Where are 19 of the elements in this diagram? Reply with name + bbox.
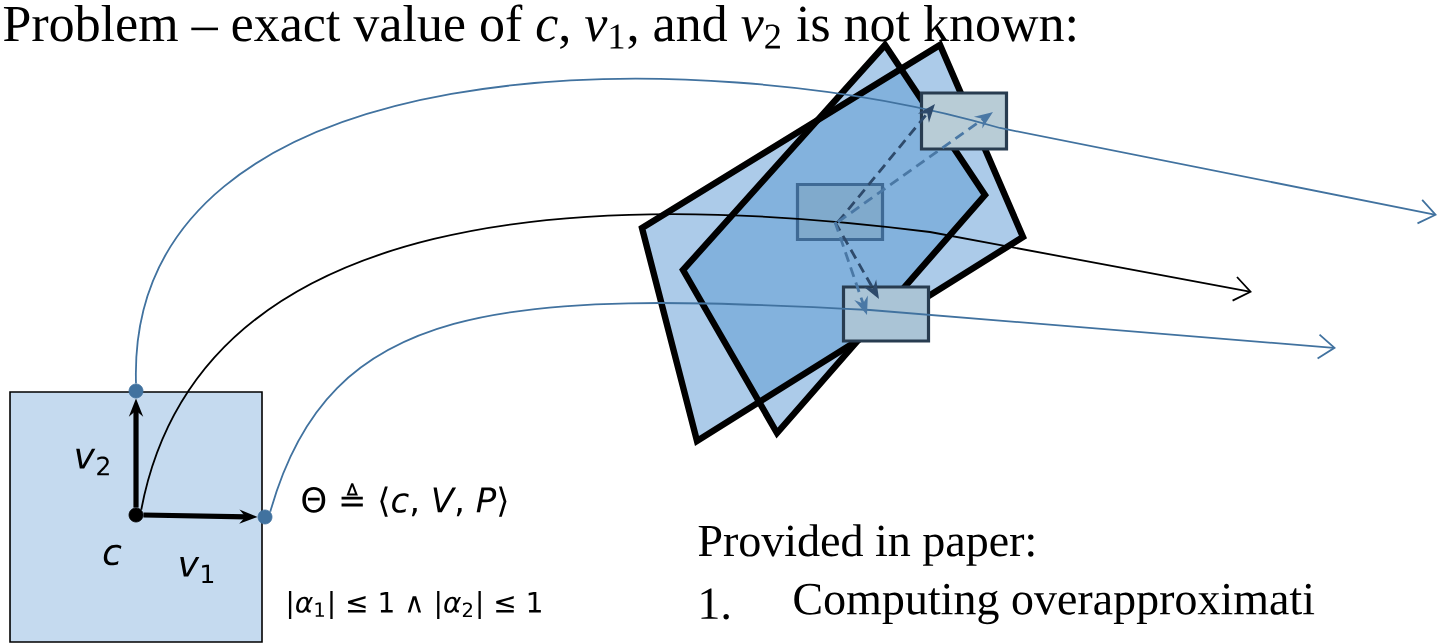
point-label: c bbox=[103, 544, 122, 566]
small-box bbox=[919, 91, 1009, 151]
center-point bbox=[128, 507, 144, 523]
trajectory-arrow bbox=[140, 213, 1252, 511]
vector-label: v$_{1}$ bbox=[180, 556, 214, 584]
small-box bbox=[795, 182, 885, 242]
vector-tip-point bbox=[257, 509, 273, 525]
small-box bbox=[841, 285, 931, 343]
vector-tip-point bbox=[128, 383, 144, 399]
initial-set-box bbox=[9, 391, 263, 643]
formula: |α$_{1}$| ≤ 1 ∧ |α$_{2}$| ≤ 1 bbox=[288, 591, 541, 619]
trajectory-arrow bbox=[269, 302, 1336, 513]
list-item: Computing overapproximati bbox=[794, 583, 1315, 625]
formula: Θ ≜ ⟨c, V, P⟩ bbox=[302, 483, 507, 517]
trajectory-arrow bbox=[135, 77, 1437, 385]
heading: Problem – exact value of c, v$_{1}$, and v$_{2}$ is not known: bbox=[3, 4, 1075, 49]
list-number: 1. bbox=[701, 588, 729, 620]
vector-label: v$_{2}$ bbox=[76, 448, 109, 476]
note-text: Provided in paper: bbox=[698, 524, 1034, 566]
